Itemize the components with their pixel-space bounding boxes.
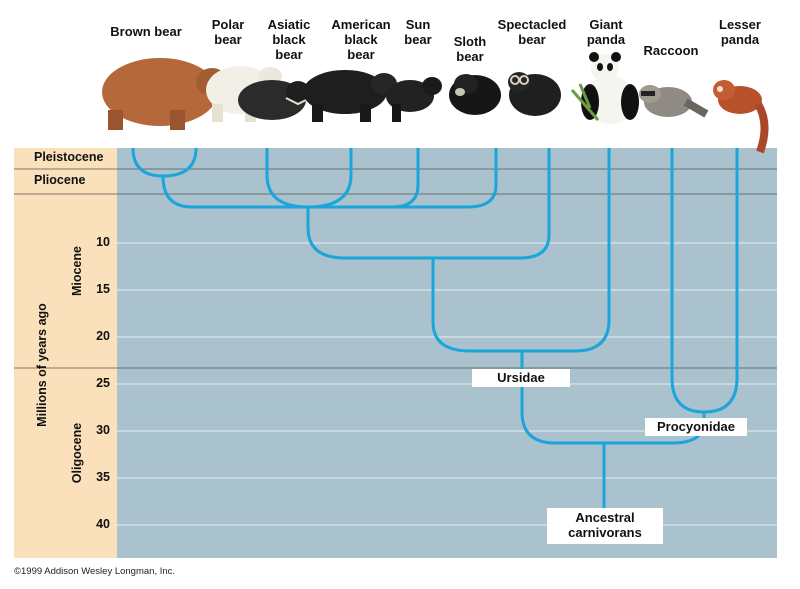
american-black-bear-illustration: [303, 70, 397, 122]
branch-giant-panda: [522, 148, 611, 353]
tick-25: 25: [96, 376, 110, 390]
tick-15: 15: [96, 282, 110, 296]
sun-bear-illustration: [386, 77, 442, 122]
grid-lines: [117, 242, 777, 526]
label-lesser-panda: Lesser panda: [719, 17, 761, 47]
branch-bear-stem: [431, 258, 522, 353]
label-spectacled-bear: Spectacled bear: [497, 17, 567, 47]
branch-ursine-down: [306, 207, 433, 260]
label-sun-bear: Sun bear: [404, 17, 432, 47]
lesser-panda-illustration: [713, 80, 769, 154]
label-ancestral-carnivorans: Ancestral carnivorans: [547, 508, 663, 544]
branch-ursine-stem: [161, 175, 468, 209]
axis-label: Millions of years ago: [35, 303, 49, 427]
branch-lesser-panda: [703, 148, 739, 414]
chart-panel: [117, 148, 777, 558]
tick-35: 35: [96, 470, 110, 484]
branch-raccoon: [670, 148, 705, 414]
label-brown-bear: Brown bear: [110, 24, 182, 39]
tick-20: 20: [96, 329, 110, 343]
branch-sloth: [467, 148, 498, 209]
asiatic-black-bear-illustration: [238, 80, 311, 120]
label-asiatic-black-bear: Asiatic black bear: [267, 17, 311, 62]
sloth-bear-illustration: [449, 74, 501, 115]
animal-illustrations: [102, 52, 769, 154]
branch-spectacled: [433, 148, 551, 260]
label-giant-panda: Giant panda: [586, 17, 626, 47]
tick-40: 40: [96, 517, 110, 531]
label-american-black-bear: American black bear: [331, 17, 391, 62]
brown-bear-illustration: [102, 58, 228, 130]
label-sloth-bear: Sloth bear: [453, 34, 487, 64]
epoch-pleistocene: Pleistocene: [34, 150, 104, 164]
label-raccoon: Raccoon: [643, 43, 699, 58]
giant-panda-illustration: [570, 52, 639, 124]
label-ursidae: Ursidae: [472, 369, 570, 387]
tick-10: 10: [96, 235, 110, 249]
raccoon-illustration: [639, 85, 709, 118]
tree-branches: [131, 147, 739, 510]
label-procyonidae: Procyonidae: [645, 418, 747, 436]
branch-ursidae-stem: [520, 351, 604, 445]
spectacled-bear-illustration: [508, 72, 561, 116]
epoch-sidebar: [14, 148, 117, 558]
label-polar-bear: Polar bear: [211, 17, 245, 47]
tick-30: 30: [96, 423, 110, 437]
copyright-notice: ©1999 Addison Wesley Longman, Inc.: [14, 566, 176, 577]
epoch-pliocene: Pliocene: [34, 173, 86, 187]
